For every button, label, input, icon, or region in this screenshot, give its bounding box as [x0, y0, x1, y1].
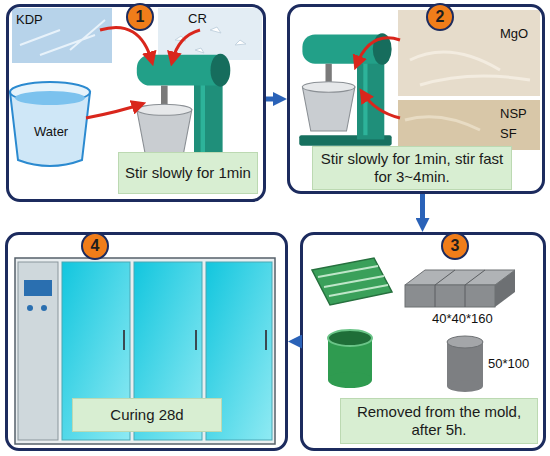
flow-arrow	[420, 194, 425, 224]
control-panel	[18, 262, 58, 440]
step-caption: Stir slowly for 1min, stir fast for 3~4m…	[312, 146, 512, 190]
step-caption: Stir slowly for 1min	[118, 152, 258, 194]
crystal-texture	[175, 27, 246, 53]
material-label: 50*100	[488, 356, 529, 371]
step-number: 3	[441, 232, 469, 260]
step-panel: 1Stir slowly for 1min	[6, 4, 266, 202]
photo-texture	[405, 117, 480, 130]
step-number: 1	[126, 3, 154, 31]
kdp-photo	[12, 8, 112, 63]
mold-slots	[318, 266, 388, 296]
mgo-photo	[398, 10, 540, 96]
curing-cabinet	[15, 258, 275, 444]
feed-arrow	[362, 92, 400, 118]
step-instruction: Curing 28d	[110, 406, 183, 424]
mixer-illustration	[299, 33, 391, 145]
material-label: MgO	[500, 26, 528, 41]
water-bucket	[10, 92, 90, 166]
feed-arrow	[172, 30, 200, 62]
step-caption: Removed from the mold, after 5h.	[340, 398, 538, 444]
step-number: 2	[426, 3, 454, 31]
flow-arrow	[266, 97, 279, 102]
flow-arrow	[296, 339, 300, 344]
prism-side	[495, 270, 515, 307]
step-panel: 3Removed from the mold, after 5h.	[300, 232, 546, 451]
material-label: 40*40*160	[432, 311, 493, 326]
water-surface	[15, 91, 85, 105]
material-label: Water	[34, 124, 68, 139]
photo-texture	[410, 52, 530, 85]
feed-arrow	[100, 27, 152, 62]
feed-arrow	[86, 104, 142, 118]
step-instruction: Stir slowly for 1min, stir fast for 3~4m…	[319, 150, 505, 186]
cylinder-mold-top	[328, 330, 372, 346]
cylinder-mold-base	[328, 372, 372, 388]
material-label: NSP	[500, 106, 527, 121]
step-instruction: Removed from the mold, after 5h.	[347, 403, 531, 439]
prism-divider	[435, 270, 485, 307]
step-number: 4	[81, 232, 109, 260]
prism-front	[405, 285, 495, 307]
cylinder-specimen	[447, 342, 483, 386]
button	[41, 305, 47, 311]
nsp-sf-photo	[398, 100, 540, 150]
prism-mold	[312, 258, 392, 305]
feed-arrow	[356, 38, 400, 66]
step-instruction: Stir slowly for 1min	[125, 164, 251, 182]
material-label: CR	[188, 11, 207, 26]
display	[24, 280, 52, 296]
step-caption: Curing 28d	[72, 398, 222, 432]
cylinder-top	[447, 336, 483, 348]
cylinder-base	[447, 380, 483, 392]
material-label: SF	[500, 126, 517, 141]
door-handle	[124, 330, 266, 350]
step-panel: 4Curing 28d	[5, 232, 288, 451]
button	[27, 305, 33, 311]
material-label: KDP	[16, 12, 43, 27]
